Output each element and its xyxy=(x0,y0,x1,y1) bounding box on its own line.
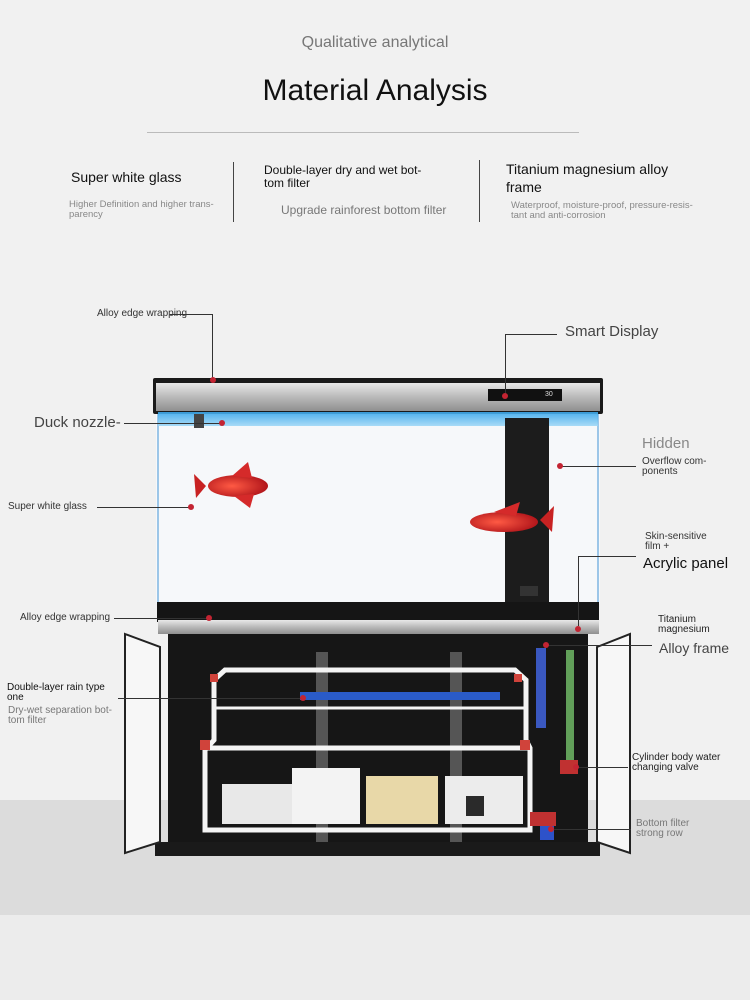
page-title: Material Analysis xyxy=(262,74,488,107)
callout-dry-wet: Dry-wet separation bot- tom filter xyxy=(8,705,112,726)
feature-2-title: Double-layer dry and wet bot- tom filter xyxy=(264,163,422,190)
callout-hidden: Hidden xyxy=(642,435,690,452)
feature-2-desc: Upgrade rainforest bottom filter xyxy=(281,203,447,217)
display-readout: 30 xyxy=(545,391,553,398)
leader-line xyxy=(578,556,636,557)
callout-alloy-top: Alloy edge wrapping xyxy=(97,308,188,319)
leader-line xyxy=(505,334,557,335)
leader-line xyxy=(553,829,631,830)
callout-alloy-frame: Alloy frame xyxy=(659,640,730,656)
leader-line xyxy=(578,556,579,626)
callout-duck-nozzle: Duck nozzle- xyxy=(34,414,121,431)
leader-line xyxy=(546,645,652,646)
marker-dot xyxy=(188,504,194,510)
leader-line xyxy=(212,314,213,380)
feature-3-title: Titanium magnesium alloy frame xyxy=(506,161,669,195)
marker-dot xyxy=(573,764,579,770)
marker-dot xyxy=(206,615,212,621)
callout-cylinder-valve: Cylinder body water changing valve xyxy=(632,752,721,773)
leader-line xyxy=(114,618,209,619)
marker-dot xyxy=(219,420,225,426)
callout-alloy-bottom: Alloy edge wrapping xyxy=(20,612,111,623)
callout-smart-display: Smart Display xyxy=(565,323,659,340)
floor-front xyxy=(0,915,750,1000)
feature-divider-2 xyxy=(479,160,480,222)
callout-acrylic: Acrylic panel xyxy=(643,555,729,572)
leader-line xyxy=(170,314,213,315)
feature-1-title: Super white glass xyxy=(71,169,182,185)
callout-bottom-filter: Bottom filter strong row xyxy=(636,818,690,839)
marker-dot xyxy=(575,626,581,632)
feature-1-desc: Higher Definition and higher trans- pare… xyxy=(69,199,214,220)
callout-super-glass: Super white glass xyxy=(8,501,87,512)
marker-dot xyxy=(557,463,563,469)
leader-line xyxy=(118,698,304,699)
leader-line xyxy=(124,423,220,424)
callout-double-layer: Double-layer rain type one xyxy=(7,682,105,703)
title-divider xyxy=(147,132,579,133)
leader-line xyxy=(562,466,636,467)
marker-dot xyxy=(543,642,549,648)
leader-line xyxy=(97,507,189,508)
marker-dot xyxy=(300,695,306,701)
leader-line xyxy=(578,767,628,768)
leader-line xyxy=(505,334,506,394)
page-subtitle: Qualitative analytical xyxy=(301,34,449,51)
callout-titanium: Titanium magnesium xyxy=(658,614,710,635)
feature-divider-1 xyxy=(233,162,234,222)
marker-dot xyxy=(210,377,216,383)
callout-skin-film: Skin-sensitive film + xyxy=(645,531,707,552)
marker-dot xyxy=(502,393,508,399)
callout-overflow: Overflow com- ponents xyxy=(642,456,707,477)
marker-dot xyxy=(548,826,554,832)
feature-3-desc: Waterproof, moisture-proof, pressure-res… xyxy=(511,200,693,221)
